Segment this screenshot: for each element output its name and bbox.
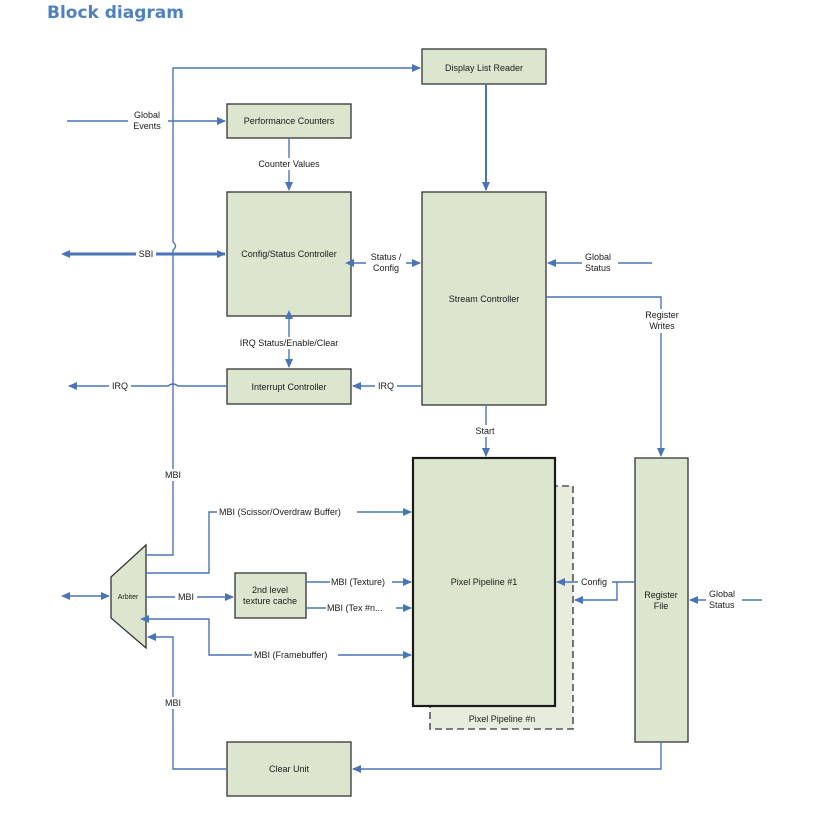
- texture-cache-label-line1: 2nd level: [252, 585, 288, 595]
- texture-cache-label-line2: texture cache: [243, 596, 297, 606]
- mbi-display-list-connector: [146, 64, 421, 556]
- mbi-framebuffer-label: MBI (Framebuffer): [254, 650, 327, 660]
- stream-controller-block: Stream Controller: [421, 191, 547, 406]
- config-status-controller-block: Config/Status Controller: [226, 191, 352, 317]
- sbi-label: SBI: [139, 249, 154, 259]
- interrupt-controller-block: Interrupt Controller: [226, 368, 352, 405]
- irq-status-label: IRQ Status/Enable/Clear: [240, 338, 339, 348]
- performance-counters-block: Performance Counters: [226, 103, 352, 139]
- irq-in-label: IRQ: [378, 381, 394, 391]
- register-file-label-line2: File: [654, 601, 669, 611]
- status-config-label-line1: Status /: [371, 252, 402, 262]
- mbi-bottom-label: MBI: [165, 698, 181, 708]
- clear-unit-mbi-connector: [147, 633, 227, 770]
- mbi-top-label: MBI: [165, 470, 181, 480]
- global-status-stream-label-line1: Global: [585, 252, 611, 262]
- mbi-arbiter-label: MBI: [178, 592, 194, 602]
- irq-out-connector: [68, 382, 227, 390]
- texture-cache-block: 2nd level texture cache: [234, 572, 307, 619]
- counter-values-label: Counter Values: [258, 159, 320, 169]
- global-status-register-label-line1: Global: [709, 589, 735, 599]
- pixel-pipeline-n-label: Pixel Pipeline #n: [469, 714, 536, 724]
- config-label: Config: [581, 577, 607, 587]
- interrupt-controller-label: Interrupt Controller: [251, 382, 326, 392]
- config-n-connector: [574, 582, 618, 604]
- display-list-reader-block: Display List Reader: [421, 48, 547, 85]
- global-events-label-line1: Global: [134, 110, 160, 120]
- start-label: Start: [475, 426, 495, 436]
- global-status-stream-label-line2: Status: [585, 263, 611, 273]
- arbiter-block: Arbiter: [110, 543, 147, 650]
- mbi-texture-label: MBI (Texture): [331, 577, 385, 587]
- performance-counters-label: Performance Counters: [244, 116, 335, 126]
- global-events-label-line2: Events: [133, 121, 161, 131]
- global-status-register-label-line2: Status: [709, 600, 735, 610]
- mbi-scissor-label: MBI (Scissor/Overdraw Buffer): [219, 507, 341, 517]
- clear-unit-block: Clear Unit: [226, 741, 352, 797]
- irq-out-label: IRQ: [112, 381, 128, 391]
- pixel-pipeline-1-label: Pixel Pipeline #1: [451, 577, 518, 587]
- display-list-reader-label: Display List Reader: [445, 63, 523, 73]
- register-writes-label-line2: Writes: [649, 321, 675, 331]
- mbi-scissor-connector: [146, 508, 412, 574]
- stream-controller-label: Stream Controller: [449, 294, 520, 304]
- page-title: Block diagram: [47, 3, 184, 23]
- register-writes-connector: [546, 296, 665, 457]
- config-status-controller-label: Config/Status Controller: [241, 249, 337, 259]
- clear-unit-label: Clear Unit: [269, 764, 310, 774]
- pixel-pipeline-1-block: Pixel Pipeline #1: [411, 456, 557, 708]
- labels: Global Events Counter Values SBI Status …: [109, 109, 742, 709]
- register-clear-unit-connector: [352, 742, 662, 773]
- arbiter-label: Arbiter: [118, 594, 139, 601]
- mbi-tex-n-label: MBI (Tex #n...: [327, 603, 383, 613]
- status-config-label-line2: Config: [373, 263, 399, 273]
- register-file-block: Register File: [634, 457, 689, 743]
- register-file-label-line1: Register: [644, 590, 678, 600]
- register-writes-label-line1: Register: [645, 310, 679, 320]
